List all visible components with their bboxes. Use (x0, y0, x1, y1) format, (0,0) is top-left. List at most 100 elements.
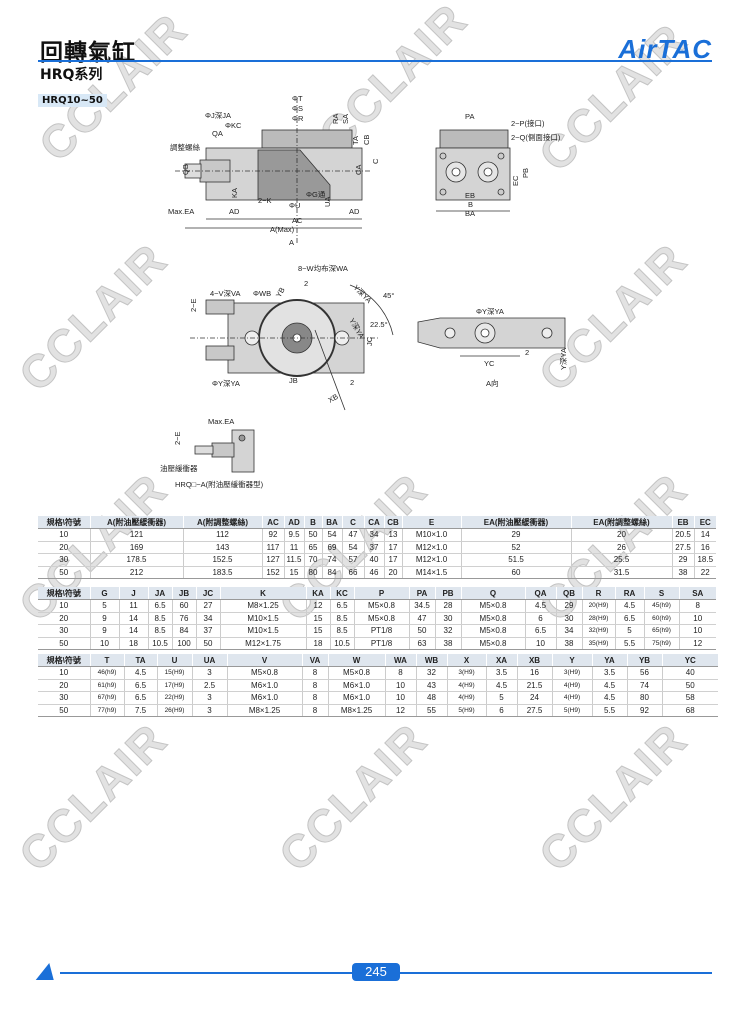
column-header: J (118, 587, 148, 600)
table-cell: 66 (341, 566, 364, 579)
table-cell: 6 (485, 704, 517, 717)
table-cell: 56 (626, 666, 662, 680)
column-header: SA (678, 587, 716, 600)
dim-label: QB (181, 164, 190, 175)
column-header: A(附油壓緩衝器) (89, 516, 183, 529)
table-cell: 8 (301, 666, 328, 680)
dim-label: 2 (350, 378, 354, 387)
side-view-labels: PA 2−P(接口) 2−Q(側面接口) EC PB EB B BA (465, 112, 561, 218)
column-header: AC (261, 516, 284, 529)
table-cell: 10 (678, 612, 716, 625)
column-header: CA (363, 516, 384, 529)
dim-label: 調整螺絲 (170, 142, 200, 152)
table-cell: 117 (261, 541, 284, 554)
a-view (417, 317, 566, 357)
column-header: KA (305, 587, 330, 600)
table-cell: M5×0.8 (353, 612, 409, 625)
table-cell: 92 (626, 704, 662, 717)
table-cell: 5.5 (591, 704, 627, 717)
table-cell: 152.5 (182, 553, 262, 567)
table-cell: 22(H9) (156, 691, 192, 705)
column-header: EA(附油壓緩衝器) (460, 516, 571, 529)
dim-label: EC (511, 175, 520, 186)
table-cell: 212 (89, 566, 183, 579)
table-cell: 29 (671, 553, 694, 567)
table-cell: M5×0.8 (327, 666, 385, 680)
table-cell: 5(H9) (446, 704, 486, 717)
dim-label: YC (484, 359, 495, 368)
table-cell: 5(H9) (551, 704, 592, 717)
table-cell: 30 (38, 624, 90, 638)
table-cell: 7.5 (123, 704, 157, 717)
table-cell: 32 (434, 624, 461, 638)
dim-label: ΦY深YA (476, 307, 504, 316)
table-cell: 10 (384, 691, 416, 705)
table-cell: 40 (363, 553, 384, 567)
dim-label: ΦR (292, 114, 304, 123)
table-cell: 12 (384, 704, 416, 717)
table-cell: 58 (661, 691, 718, 705)
table-cell: M12×1.0 (401, 553, 461, 567)
table-cell: 52 (460, 541, 571, 554)
table-cell: 3 (191, 704, 227, 717)
table-cell: 65(h9) (643, 624, 679, 638)
table-cell: 54 (341, 541, 364, 554)
dim-label: 8−W均布深WA (298, 263, 348, 273)
watermark: CCLAIR (8, 712, 177, 882)
table-cell: 8.5 (147, 624, 172, 638)
table-cell: 8 (301, 704, 328, 717)
table-cell: 20.5 (671, 528, 694, 542)
dim-label: BA (465, 209, 475, 218)
dim-label: ΦS (292, 104, 303, 113)
table-cell: 4.5 (614, 599, 644, 613)
column-header: V (226, 654, 302, 667)
table-cell: 38 (555, 637, 582, 650)
table-cell: 26(H9) (156, 704, 192, 717)
table-cell: 84 (321, 566, 342, 579)
table-cell: 32 (415, 666, 447, 680)
table-cell: 54 (321, 528, 342, 542)
table-cell: 4.5 (591, 691, 627, 705)
title-divider (38, 60, 712, 62)
table-cell: 4(H9) (551, 679, 592, 692)
dim-label: Y深YA (352, 283, 374, 305)
table-cell: 12 (678, 637, 716, 650)
column-header: KC (329, 587, 354, 600)
table-cell: 20(H9) (581, 599, 615, 613)
table-cell: 183.5 (182, 566, 262, 579)
table-cell: 47 (341, 528, 364, 542)
table-cell: 57 (341, 553, 364, 567)
column-header: AD (283, 516, 304, 529)
dim-label: ΦG通 (306, 189, 326, 199)
table-cell: 100 (171, 637, 196, 650)
column-header: JC (195, 587, 220, 600)
table-cell: M5×0.8 (460, 637, 525, 650)
table-cell: 77(h9) (89, 704, 124, 717)
dim-label: PB (521, 168, 530, 178)
table-cell: PT1/8 (353, 637, 409, 650)
table-cell: 18 (305, 637, 330, 650)
table-cell: 2.5 (191, 679, 227, 692)
table-cell: 6.5 (524, 624, 556, 638)
table-cell: 80 (303, 566, 322, 579)
table-cell: 30 (38, 553, 90, 567)
dim-label: HRQ□−A(附油壓緩衝器型) (175, 479, 264, 489)
table-cell: 12 (305, 599, 330, 613)
table-cell: 20 (38, 612, 90, 625)
table-cell: 6.5 (123, 691, 157, 705)
table-cell: 3(H9) (551, 666, 592, 680)
table-cell: M8×1.25 (327, 704, 385, 717)
dim-label: ΦT (292, 94, 303, 103)
table-cell: 10 (678, 624, 716, 638)
dim-label: C (371, 158, 380, 164)
dim-label: PA (465, 112, 474, 121)
table-cell: M6×1.0 (226, 679, 302, 692)
table-cell: 27.5 (516, 704, 552, 717)
column-header: WB (415, 654, 447, 667)
table-cell: 8 (301, 691, 328, 705)
